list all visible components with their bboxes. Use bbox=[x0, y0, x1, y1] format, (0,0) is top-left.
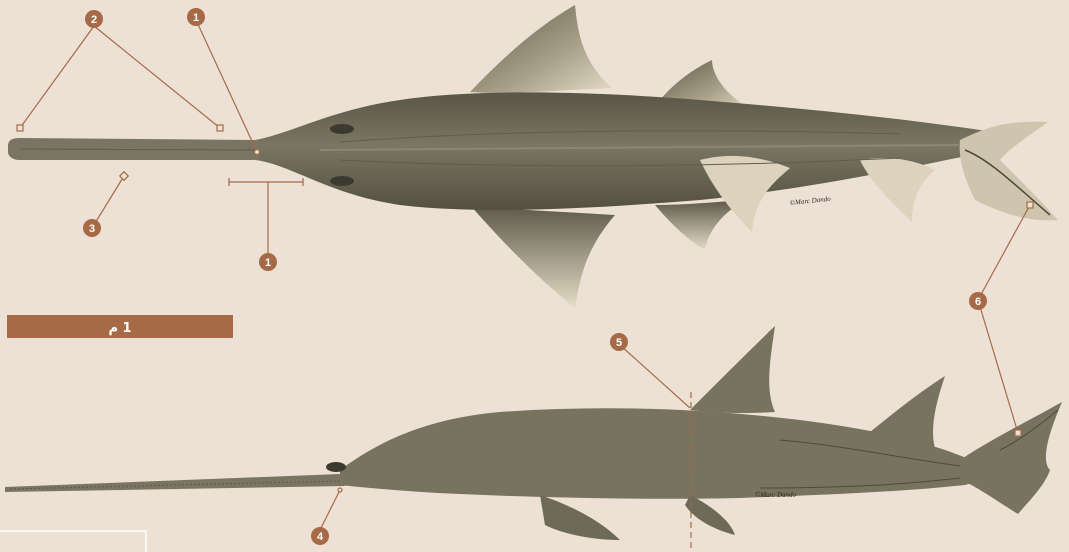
caudal-fin-top bbox=[960, 122, 1058, 221]
rostral-tooth bbox=[162, 160, 166, 169]
rostral-tooth bbox=[27, 160, 31, 169]
rostral-tooth bbox=[45, 129, 49, 138]
side-pelvic-fin bbox=[685, 495, 735, 535]
rostral-tooth bbox=[99, 129, 103, 138]
rostral-tooth bbox=[153, 160, 157, 169]
rostral-tooth bbox=[18, 160, 22, 169]
rostral-tooth bbox=[90, 160, 94, 169]
callout-marker-6: 6 bbox=[969, 292, 987, 310]
svg-text:1: 1 bbox=[193, 12, 199, 24]
rostral-tooth bbox=[72, 160, 76, 169]
rostral-tooth bbox=[126, 160, 130, 169]
side-view-credit: ©Marc Dando bbox=[755, 491, 797, 499]
rostral-tooth bbox=[63, 160, 67, 169]
rostral-tooth bbox=[189, 129, 193, 138]
rostral-tooth bbox=[99, 160, 103, 169]
upper-rostral-teeth bbox=[18, 129, 229, 138]
rostral-tooth bbox=[27, 129, 31, 138]
rostral-tooth bbox=[54, 129, 58, 138]
svg-text:2: 2 bbox=[91, 14, 97, 26]
top-view-credit: ©Marc Dando bbox=[789, 195, 831, 207]
side-pectoral-fin bbox=[540, 495, 620, 540]
side-first-dorsal-fin bbox=[690, 326, 775, 413]
rostral-tooth bbox=[180, 160, 184, 169]
callout-marker-1a: 1 bbox=[187, 8, 205, 26]
rostral-tooth bbox=[108, 129, 112, 138]
rostral-tooth bbox=[81, 160, 85, 169]
rostral-tooth bbox=[153, 129, 157, 138]
upper-pectoral-fin bbox=[470, 5, 612, 93]
rostral-tooth bbox=[189, 160, 193, 169]
rostral-tooth bbox=[81, 129, 85, 138]
svg-text:1: 1 bbox=[265, 257, 271, 269]
rostral-tooth bbox=[117, 129, 121, 138]
top-right-eye bbox=[330, 176, 354, 186]
rostral-tooth bbox=[135, 160, 139, 169]
rostral-tooth bbox=[180, 129, 184, 138]
scale-bar: 1 م bbox=[7, 315, 233, 338]
side-rostrum bbox=[5, 474, 345, 492]
rostral-tooth bbox=[207, 160, 211, 169]
callout-marker-3: 3 bbox=[83, 219, 101, 237]
rostral-tooth bbox=[171, 160, 175, 169]
rostral-tooth bbox=[216, 160, 220, 169]
rostral-tooth bbox=[108, 160, 112, 169]
rostral-tooth bbox=[198, 160, 202, 169]
rostral-tooth bbox=[198, 129, 202, 138]
side-eye bbox=[326, 462, 346, 472]
rostral-tooth bbox=[225, 129, 229, 138]
rostral-tooth bbox=[207, 129, 211, 138]
scale-bar-label: 1 م bbox=[108, 321, 131, 336]
lower-rostral-teeth bbox=[18, 160, 229, 169]
rostral-tooth bbox=[36, 160, 40, 169]
svg-text:5: 5 bbox=[616, 337, 622, 349]
corner-panel bbox=[0, 531, 146, 552]
callout-marker-1b: 1 bbox=[259, 253, 277, 271]
rostral-tooth bbox=[171, 129, 175, 138]
rostral-tooth bbox=[72, 129, 76, 138]
rostral-tooth bbox=[162, 129, 166, 138]
svg-text:3: 3 bbox=[89, 223, 95, 235]
rostral-tooth bbox=[144, 160, 148, 169]
side-view-sawfish: ©Marc Dando bbox=[5, 326, 1062, 540]
rostral-tooth bbox=[225, 160, 229, 169]
second-dorsal-fin-top bbox=[860, 158, 935, 222]
svg-text:4: 4 bbox=[317, 531, 324, 543]
rostral-tooth bbox=[54, 160, 58, 169]
rostral-tooth bbox=[126, 129, 130, 138]
callout-marker-2: 2 bbox=[85, 10, 103, 28]
rostral-tooth bbox=[144, 129, 148, 138]
top-left-eye bbox=[330, 124, 354, 134]
rostral-tooth bbox=[63, 129, 67, 138]
rostral-tooth bbox=[117, 160, 121, 169]
rostral-tooth bbox=[45, 160, 49, 169]
callout-marker-5: 5 bbox=[610, 333, 628, 351]
callout-marker-4: 4 bbox=[311, 527, 329, 545]
rostral-tooth bbox=[36, 129, 40, 138]
top-view-sawfish: ©Marc Dando bbox=[8, 5, 1058, 308]
lower-pectoral-fin bbox=[470, 205, 615, 308]
rostral-tooth bbox=[135, 129, 139, 138]
rostral-tooth bbox=[90, 129, 94, 138]
svg-text:6: 6 bbox=[975, 296, 981, 308]
